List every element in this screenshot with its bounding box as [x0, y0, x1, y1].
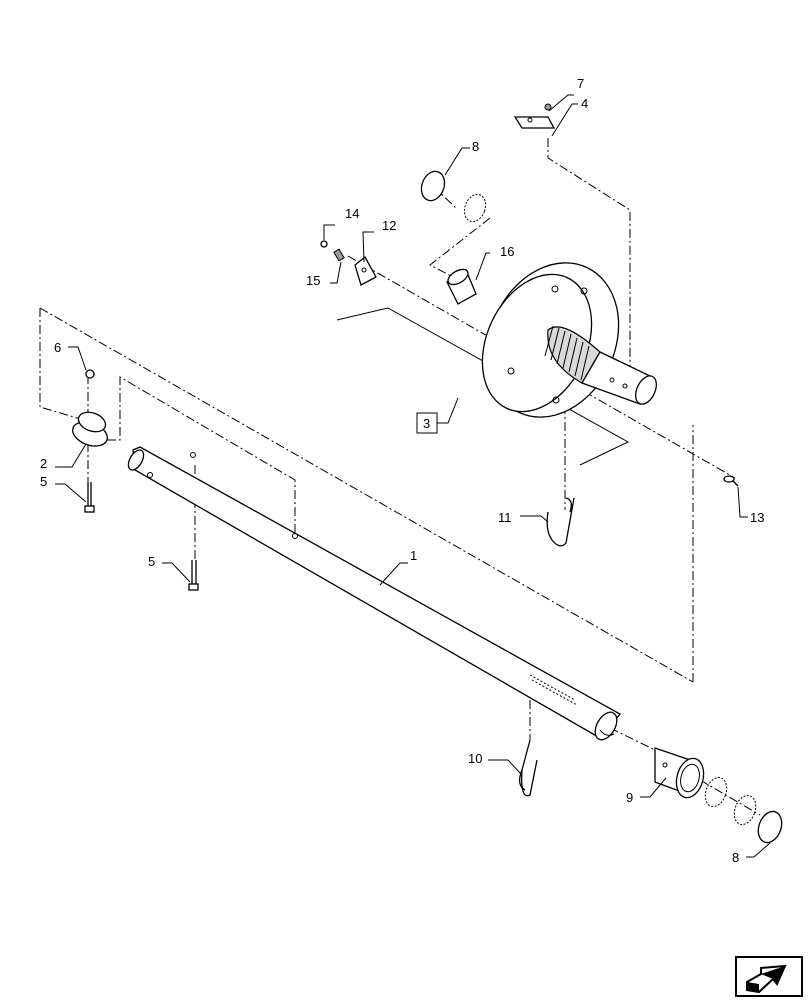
callout-2: 2	[40, 456, 47, 471]
hub-disc	[481, 262, 657, 418]
callout-labels: 7 4 8 14 12 16 15 6 3 2 5 13 11 1 5 10 9…	[40, 76, 764, 865]
shaft-splines	[529, 674, 578, 706]
callout-13: 13	[750, 510, 764, 525]
collar	[72, 411, 108, 447]
plate	[513, 116, 556, 129]
callout-15: 15	[306, 273, 320, 288]
screw-top	[544, 103, 552, 111]
bushing	[446, 268, 477, 305]
spring-washer-1	[704, 776, 728, 808]
spline-ridges	[544, 325, 590, 381]
grease-fitting	[723, 475, 739, 487]
snap-ring-top	[420, 170, 446, 202]
pin-lower	[518, 739, 538, 797]
pin-upper	[546, 497, 575, 547]
washer-small	[320, 240, 328, 248]
callout-7: 7	[577, 76, 584, 91]
callout-16: 16	[500, 244, 514, 259]
bracket	[354, 256, 377, 286]
callout-1: 1	[410, 548, 417, 563]
callout-3: 3	[423, 416, 430, 431]
callout-5-collar: 5	[40, 474, 47, 489]
leader-lines	[55, 94, 771, 858]
bolt-collar	[84, 482, 95, 513]
callout-5-shaft: 5	[148, 554, 155, 569]
bearing-assembly	[654, 747, 705, 799]
callout-12: 12	[382, 218, 396, 233]
callout-10: 10	[468, 751, 482, 766]
callout-6: 6	[54, 340, 61, 355]
spring-washer-2	[733, 794, 757, 826]
shaft	[127, 446, 622, 741]
callout-8-bottom: 8	[732, 850, 739, 865]
callout-9: 9	[626, 790, 633, 805]
set-screw	[333, 248, 345, 262]
nut	[85, 369, 95, 379]
callout-11: 11	[498, 510, 512, 525]
spring-washer-top	[463, 193, 487, 223]
next-page-arrow-icon[interactable]	[735, 956, 803, 997]
callout-14: 14	[345, 206, 359, 221]
callout-4: 4	[581, 96, 588, 111]
bolt-shaft	[188, 452, 199, 591]
callout-8-top: 8	[472, 139, 479, 154]
callout-3-box	[416, 412, 438, 434]
snap-ring-bottom	[757, 810, 783, 844]
